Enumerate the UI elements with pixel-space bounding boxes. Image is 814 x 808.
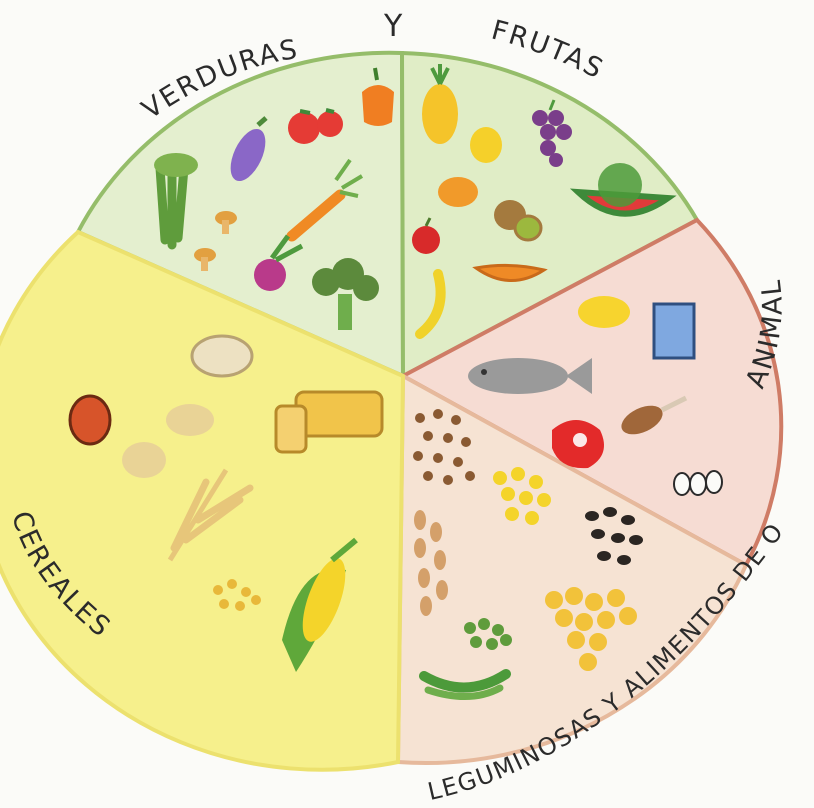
and-label: Y xyxy=(383,9,404,44)
bread-roll-icon xyxy=(192,336,252,376)
eggs-icon xyxy=(674,471,722,495)
orange-icon xyxy=(438,177,478,207)
lemon-icon xyxy=(470,127,502,163)
milk-carton-icon xyxy=(654,304,694,358)
rice-icon xyxy=(70,396,110,444)
butter-icon xyxy=(578,296,630,328)
